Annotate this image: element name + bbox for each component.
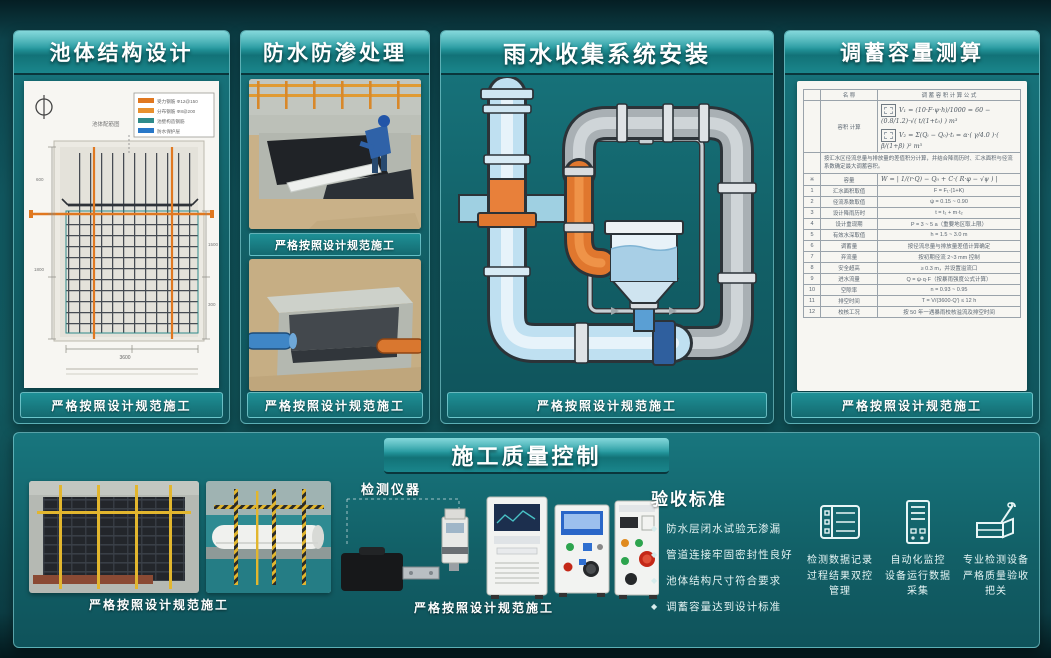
capacity-table-paper: 名 称 调 蓄 容 积 计 算 公 式 容积 计算 V₁ = (10·F·ψ·h… <box>797 81 1027 391</box>
photo-rebar-pit <box>29 481 199 593</box>
drawing-legend: 受力钢筋 Φ12@150 分布钢筋 Φ8@200 池壁构造钢筋 防水保护层 <box>133 92 215 138</box>
dimension-lines <box>48 146 210 353</box>
panel-capacity-calc: 调蓄容量测算 名 称 调 蓄 容 积 计 算 公 式 容积 计算 V₁ = (1… <box>784 30 1040 424</box>
structure-drawing-paper: 池体配筋图 受力钢筋 Φ12@150 分布钢筋 Φ8@200 池壁构造钢筋 防水… <box>24 81 219 388</box>
capacity-table: 名 称 调 蓄 容 积 计 算 公 式 容积 计算 V₁ = (10·F·ψ·h… <box>803 89 1021 319</box>
acceptance-title: 验收标准 <box>651 490 727 509</box>
acceptance-item-2: 管道连接牢固密封性良好 <box>651 547 816 562</box>
instrument-cabinet-1 <box>486 496 548 599</box>
panel-quality-control: 施工质量控制 <box>13 432 1040 648</box>
panel-pool-structure-title-bar: 池体结构设计 <box>14 31 229 75</box>
formula-block: V₁ = (10·F·ψ·h)/1000 = 60 − (0.8/1.2)·√(… <box>877 100 1021 153</box>
drawing-label: 池体配筋图 <box>92 120 120 128</box>
caption-strict-construction-1: 严格按照设计规范施工 <box>20 392 223 418</box>
icon-label-line1: 自动化监控 <box>890 555 946 566</box>
quality-icons-row: 检测数据记录 过程结果双控管理 自动化监控 设备运行数据采集 <box>804 499 1032 600</box>
panel-collection-system: 雨水收集系统安装 <box>440 30 774 424</box>
panel-title: 调蓄容量测算 <box>840 42 984 65</box>
photo-tank-pipes-art <box>249 259 421 391</box>
caption-strict-construction-3: 严格按照设计规范施工 <box>447 392 767 418</box>
tower-icon <box>906 500 930 544</box>
panel-title: 防水防渗处理 <box>263 42 407 65</box>
icon-col-equipment: 专业检测设备 严格质量验收把关 <box>960 499 1032 600</box>
photo-rebar-pit-art <box>29 481 199 593</box>
dim-left-top: 600 <box>36 177 44 182</box>
funnel-tank <box>604 220 684 332</box>
block-label: 容积 计算 <box>820 100 878 153</box>
instrument-cabinet-3 <box>614 500 659 599</box>
north-symbol-icon <box>35 95 53 119</box>
railing <box>249 81 421 109</box>
panel-pool-structure: 池体结构设计 池体配筋 <box>13 30 230 424</box>
panel-waterproofing: 防水防渗处理 <box>240 30 430 424</box>
instruments-label: 检测仪器 <box>361 482 422 497</box>
panel-title: 雨水收集系统安装 <box>503 41 711 67</box>
icon-label-line1: 专业检测设备 <box>963 555 1029 566</box>
photo-membrane-laying <box>249 79 421 229</box>
blue-pipe <box>477 77 693 366</box>
sensor-transmitter <box>441 508 469 571</box>
icon-col-records: 检测数据记录 过程结果双控管理 <box>804 499 876 600</box>
orange-elbow-pipe <box>563 158 616 278</box>
scaffold-poles <box>37 485 191 589</box>
legend-item-4: 防水保护层 <box>157 128 180 135</box>
legend-item-2: 分布钢筋 Φ8@200 <box>157 108 196 115</box>
panel-waterproofing-title-bar: 防水防渗处理 <box>241 31 429 75</box>
caption-strict-construction-instruments: 严格按照设计规范施工 <box>413 601 554 615</box>
pipe-fitting <box>402 566 440 580</box>
instruments-group: 检测仪器 <box>339 479 659 599</box>
caption-strict-construction-4: 严格按照设计规范施工 <box>791 392 1033 418</box>
square-diagram <box>881 129 896 142</box>
checklist-icon <box>820 505 860 539</box>
dim-right-mid: 300 <box>208 302 216 307</box>
photo-pipe-roll <box>206 481 331 593</box>
tool-icon <box>976 502 1016 539</box>
photo-tank-pipes <box>249 259 421 391</box>
square-diagram <box>881 104 896 117</box>
panel-collection-title-bar: 雨水收集系统安装 <box>441 31 773 75</box>
acceptance-standards: 验收标准 防水层闭水试验无渗漏 管道连接牢固密封性良好 池体结构尺寸符合要求 调… <box>651 485 816 625</box>
acceptance-item-1: 防水层闭水试验无渗漏 <box>651 521 816 536</box>
icon-label-line2: 过程结果双控管理 <box>807 570 873 598</box>
quality-control-title: 施工质量控制 <box>451 444 602 469</box>
photo-pipe-roll-art <box>206 481 331 593</box>
acceptance-item-3: 池体结构尺寸符合要求 <box>651 573 816 588</box>
legend-item-3: 池壁构造钢筋 <box>157 118 185 125</box>
dim-right-top: 1500 <box>208 242 219 247</box>
panel-title: 池体结构设计 <box>49 42 194 65</box>
caption-strict-construction-mid: 严格按照设计规范施工 <box>249 233 421 256</box>
pipe-system-illustration <box>458 77 757 366</box>
caption-strict-construction-photos: 严格按照设计规范施工 <box>88 598 229 612</box>
dim-bottom: 3600 <box>119 355 130 361</box>
acceptance-item-4: 调蓄容量达到设计标准 <box>651 599 816 614</box>
icon-col-monitoring: 自动化监控 设备运行数据采集 <box>882 499 954 600</box>
table-note: 按汇水区径流总量与排放量的差值积分计算，并结合降雨历时、汇水面积与径流系数确定最… <box>820 151 1021 175</box>
quality-control-title-bar: 施工质量控制 <box>384 438 669 474</box>
photo-membrane-laying-art <box>249 79 421 229</box>
table-header-name: 名 称 <box>820 89 878 101</box>
icon-label-line2: 严格质量验收把关 <box>963 570 1029 598</box>
panel-capacity-title-bar: 调蓄容量测算 <box>785 31 1039 75</box>
legend-item-1: 受力钢筋 Φ12@150 <box>157 98 198 105</box>
caption-strict-construction-2: 严格按照设计规范施工 <box>247 392 423 418</box>
black-case <box>341 553 403 591</box>
icon-label-line1: 检测数据记录 <box>807 555 873 566</box>
dim-left-mid: 1800 <box>34 267 45 272</box>
icon-label-line2: 设备运行数据采集 <box>885 570 951 598</box>
instruments-illustration <box>341 496 659 599</box>
table-header-formula: 调 蓄 容 积 计 算 公 式 <box>877 89 1021 101</box>
gray-pipe <box>562 103 757 360</box>
worker-figure <box>359 115 391 173</box>
instrument-cabinet-2 <box>554 504 610 597</box>
rebar-drawing: 池体配筋图 受力钢筋 Φ12@150 分布钢筋 Φ8@200 池壁构造钢筋 防水… <box>24 81 219 388</box>
